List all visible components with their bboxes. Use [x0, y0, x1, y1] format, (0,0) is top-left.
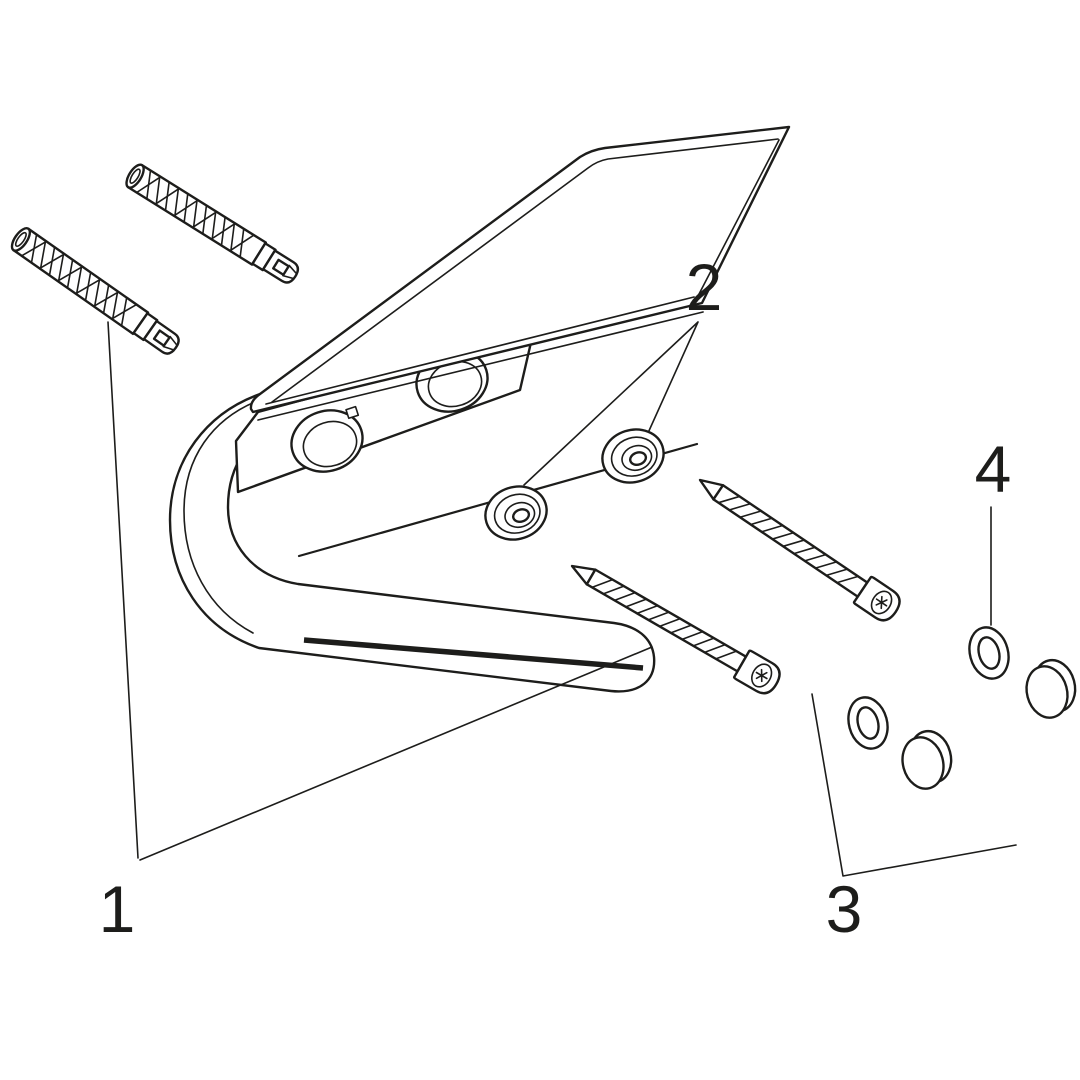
cover-hinge-inner-line [265, 296, 695, 405]
callout-labels: 1 2 3 4 [99, 250, 1012, 946]
callout-1-leader [107, 321, 653, 861]
o-ring-1 [841, 691, 895, 755]
o-ring-2 [962, 621, 1016, 685]
cover-flap [249, 125, 791, 421]
grommet-2 [594, 420, 672, 492]
holder-frame-outline [168, 391, 656, 693]
grommet-1 [477, 477, 555, 549]
callout-3-label: 3 [826, 872, 863, 946]
roll-holder-body [168, 125, 791, 693]
cover-hinge-lower-line [257, 311, 704, 421]
cover-right-edge-inner [697, 139, 780, 297]
mounting-screw-1 [689, 465, 906, 627]
holder-frame-contour [183, 400, 258, 634]
cover-cap-2 [1018, 654, 1080, 724]
cover-cap-1 [894, 725, 959, 795]
callout-leader-lines [107, 321, 1017, 877]
wall-anchor-1 [7, 224, 185, 360]
callout-2-leader [523, 321, 699, 486]
callout-3-leader [811, 693, 1017, 877]
mounting-hole-1 [290, 405, 364, 473]
callout-4-label: 4 [975, 432, 1012, 506]
mounting-screw-2 [562, 550, 786, 700]
cover-flap-inner-contour [271, 138, 779, 403]
callout-2-label: 2 [686, 250, 723, 324]
frame-shadow-edge [303, 637, 644, 671]
cover-flap-outline [249, 125, 791, 414]
callout-1-label: 1 [99, 872, 136, 946]
wall-anchor-2 [121, 160, 304, 289]
